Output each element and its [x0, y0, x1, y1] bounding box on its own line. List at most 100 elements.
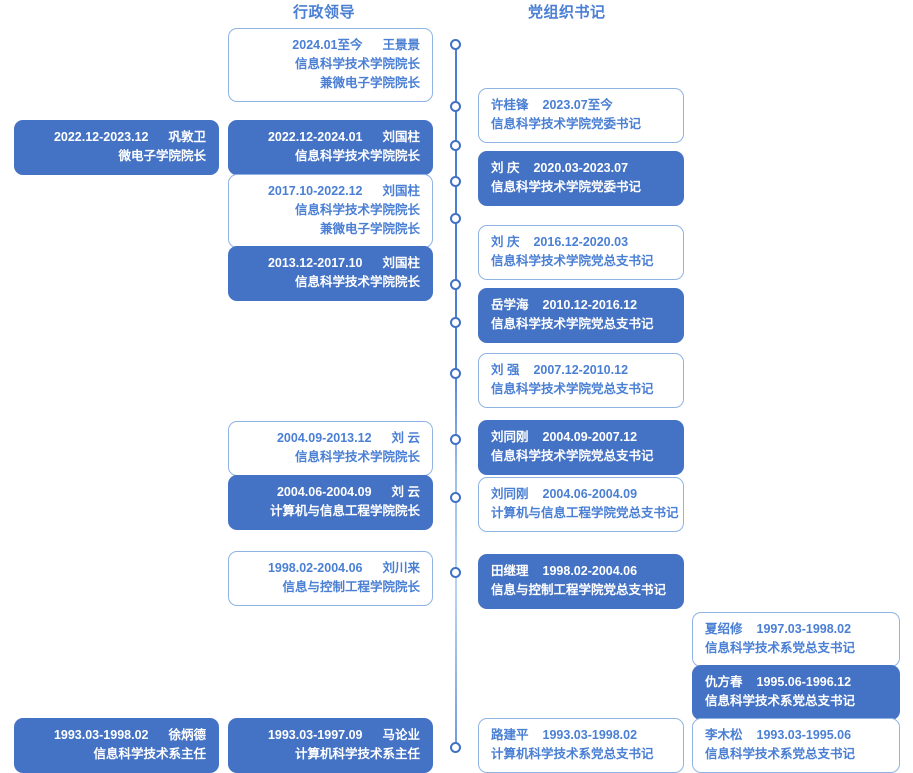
card-title-primary: 信息科学技术系党总支书记 — [705, 747, 856, 761]
card-name-date: 仇方春 1995.06-1996.12 — [705, 673, 887, 692]
timeline-card-ma-lunye[interactable]: 1993.03-1997.09 马论业计算机科学技术系主任 — [228, 718, 433, 773]
timeline-card-xu-bingde[interactable]: 1993.03-1998.02 徐炳德信息科学技术系主任 — [14, 718, 219, 773]
card-date: 2004.09-2007.12 — [542, 430, 638, 444]
timeline-dot — [450, 101, 461, 112]
timeline-card-wang-jingjing[interactable]: 2024.01至今王景景信息科学技术学院院长兼微电子学院院长 — [228, 28, 433, 102]
timeline-card-xia-shaoxiu[interactable]: 夏绍修 1997.03-1998.02 信息科学技术系党总支书记 — [692, 612, 900, 667]
card-person-name: 夏绍修 — [705, 622, 743, 636]
card-person-name: 巩敦卫 — [168, 130, 206, 144]
card-date: 1998.02-2004.06 — [267, 561, 363, 575]
timeline-card-liu-qing-2016[interactable]: 刘 庆 2016.12-2020.03 信息科学技术学院党总支书记 — [478, 225, 684, 280]
card-title-primary: 信息科学技术学院院长 — [294, 149, 420, 163]
card-date: 1998.02-2004.06 — [542, 564, 638, 578]
card-person-name: 刘国柱 — [382, 184, 420, 198]
card-person-name: 徐炳德 — [168, 728, 206, 742]
card-person-name: 刘 庆 — [491, 235, 520, 249]
card-title-primary: 信息科学技术学院院长 — [294, 57, 420, 71]
card-date: 1993.03-1998.02 — [53, 728, 149, 742]
card-person-name: 马论业 — [382, 728, 420, 742]
card-title-primary: 信息科学技术学院党总支书记 — [491, 382, 654, 396]
card-date-name: 2024.01至今 王景景 — [241, 36, 420, 55]
card-title-primary: 信息科学技术系主任 — [93, 747, 206, 761]
card-title-primary: 信息科学技术学院院长 — [294, 450, 420, 464]
timeline-card-liu-guozhu-2017[interactable]: 2017.10-2022.12 刘国柱信息科学技术学院院长兼微电子学院院长 — [228, 174, 433, 248]
card-person-name: 路建平 — [491, 728, 529, 742]
card-date: 1995.06-1996.12 — [756, 675, 852, 689]
card-person-name: 王景景 — [382, 38, 420, 52]
card-date: 2020.03-2023.07 — [533, 161, 629, 175]
timeline-dot — [450, 368, 461, 379]
card-date: 2024.01至今 — [292, 38, 363, 52]
timeline-dot — [450, 176, 461, 187]
card-title-secondary: 兼微电子学院院长 — [319, 222, 420, 236]
column-header-admin: 行政领导 — [293, 4, 356, 21]
card-date-name: 1993.03-1997.09 马论业 — [241, 726, 420, 745]
card-date: 1993.03-1998.02 — [542, 728, 638, 742]
card-date: 1993.03-1997.09 — [267, 728, 363, 742]
card-date-name: 1993.03-1998.02 徐炳德 — [27, 726, 206, 745]
card-person-name: 仇方春 — [705, 675, 743, 689]
card-title-primary: 微电子学院院长 — [118, 149, 206, 163]
card-name-date: 刘 庆 2016.12-2020.03 — [491, 233, 671, 252]
card-date: 2004.06-2004.09 — [276, 485, 372, 499]
card-person-name: 刘 强 — [491, 363, 520, 377]
card-date: 2022.12-2023.12 — [53, 130, 149, 144]
card-date: 1993.03-1995.06 — [756, 728, 852, 742]
card-date: 2004.09-2013.12 — [276, 431, 372, 445]
timeline-axis — [455, 44, 457, 748]
timeline-dot — [450, 279, 461, 290]
card-date: 1997.03-1998.02 — [756, 622, 852, 636]
column-header-party: 党组织书记 — [528, 4, 606, 21]
card-name-date: 刘同刚 2004.09-2007.12 — [491, 428, 671, 447]
card-date: 2007.12-2010.12 — [533, 363, 629, 377]
timeline-dot — [450, 39, 461, 50]
card-date: 2017.10-2022.12 — [267, 184, 363, 198]
timeline-dot — [450, 742, 461, 753]
card-title-primary: 信息科学技术学院党总支书记 — [491, 254, 654, 268]
card-person-name: 刘同刚 — [491, 430, 529, 444]
card-title-primary: 信息科学技术学院院长 — [294, 275, 420, 289]
timeline-card-liu-guozhu-2013[interactable]: 2013.12-2017.10 刘国柱信息科学技术学院院长 — [228, 246, 433, 301]
card-date: 2004.06-2004.09 — [542, 487, 638, 501]
card-title-primary: 信息与控制工程学院院长 — [282, 580, 420, 594]
card-name-date: 李木松 1993.03-1995.06 — [705, 726, 887, 745]
timeline-card-liu-tonggang-2004-06[interactable]: 刘同刚 2004.06-2004.09 计算机与信息工程学院党总支书记 — [478, 477, 684, 532]
timeline-dot — [450, 140, 461, 151]
card-date: 2013.12-2017.10 — [267, 256, 363, 270]
timeline-dot — [450, 213, 461, 224]
card-person-name: 田继理 — [491, 564, 529, 578]
timeline-card-liu-qiang[interactable]: 刘 强 2007.12-2010.12 信息科学技术学院党总支书记 — [478, 353, 684, 408]
timeline-card-gong-dunwei[interactable]: 2022.12-2023.12 巩敦卫微电子学院院长 — [14, 120, 219, 175]
card-title-primary: 计算机科学技术系主任 — [294, 747, 420, 761]
card-title-primary: 信息科学技术学院党委书记 — [491, 117, 642, 131]
card-name-date: 路建平 1993.03-1998.02 — [491, 726, 671, 745]
card-title-primary: 计算机与信息工程学院党总支书记 — [491, 506, 679, 520]
timeline-dot — [450, 317, 461, 328]
card-date: 2016.12-2020.03 — [533, 235, 629, 249]
card-title-primary: 计算机科学技术系党总支书记 — [491, 747, 654, 761]
timeline-card-lu-jianping[interactable]: 路建平 1993.03-1998.02 计算机科学技术系党总支书记 — [478, 718, 684, 773]
card-person-name: 李木松 — [705, 728, 743, 742]
card-name-date: 刘 强 2007.12-2010.12 — [491, 361, 671, 380]
card-person-name: 刘同刚 — [491, 487, 529, 501]
card-title-primary: 信息科学技术学院院长 — [294, 203, 420, 217]
timeline-card-li-musong[interactable]: 李木松 1993.03-1995.06 信息科学技术系党总支书记 — [692, 718, 900, 773]
card-title-primary: 信息科学技术系党总支书记 — [705, 641, 856, 655]
card-name-date: 夏绍修 1997.03-1998.02 — [705, 620, 887, 639]
card-date-name: 2022.12-2023.12 巩敦卫 — [27, 128, 206, 147]
card-person-name: 刘国柱 — [382, 256, 420, 270]
card-date-name: 2013.12-2017.10 刘国柱 — [241, 254, 420, 273]
